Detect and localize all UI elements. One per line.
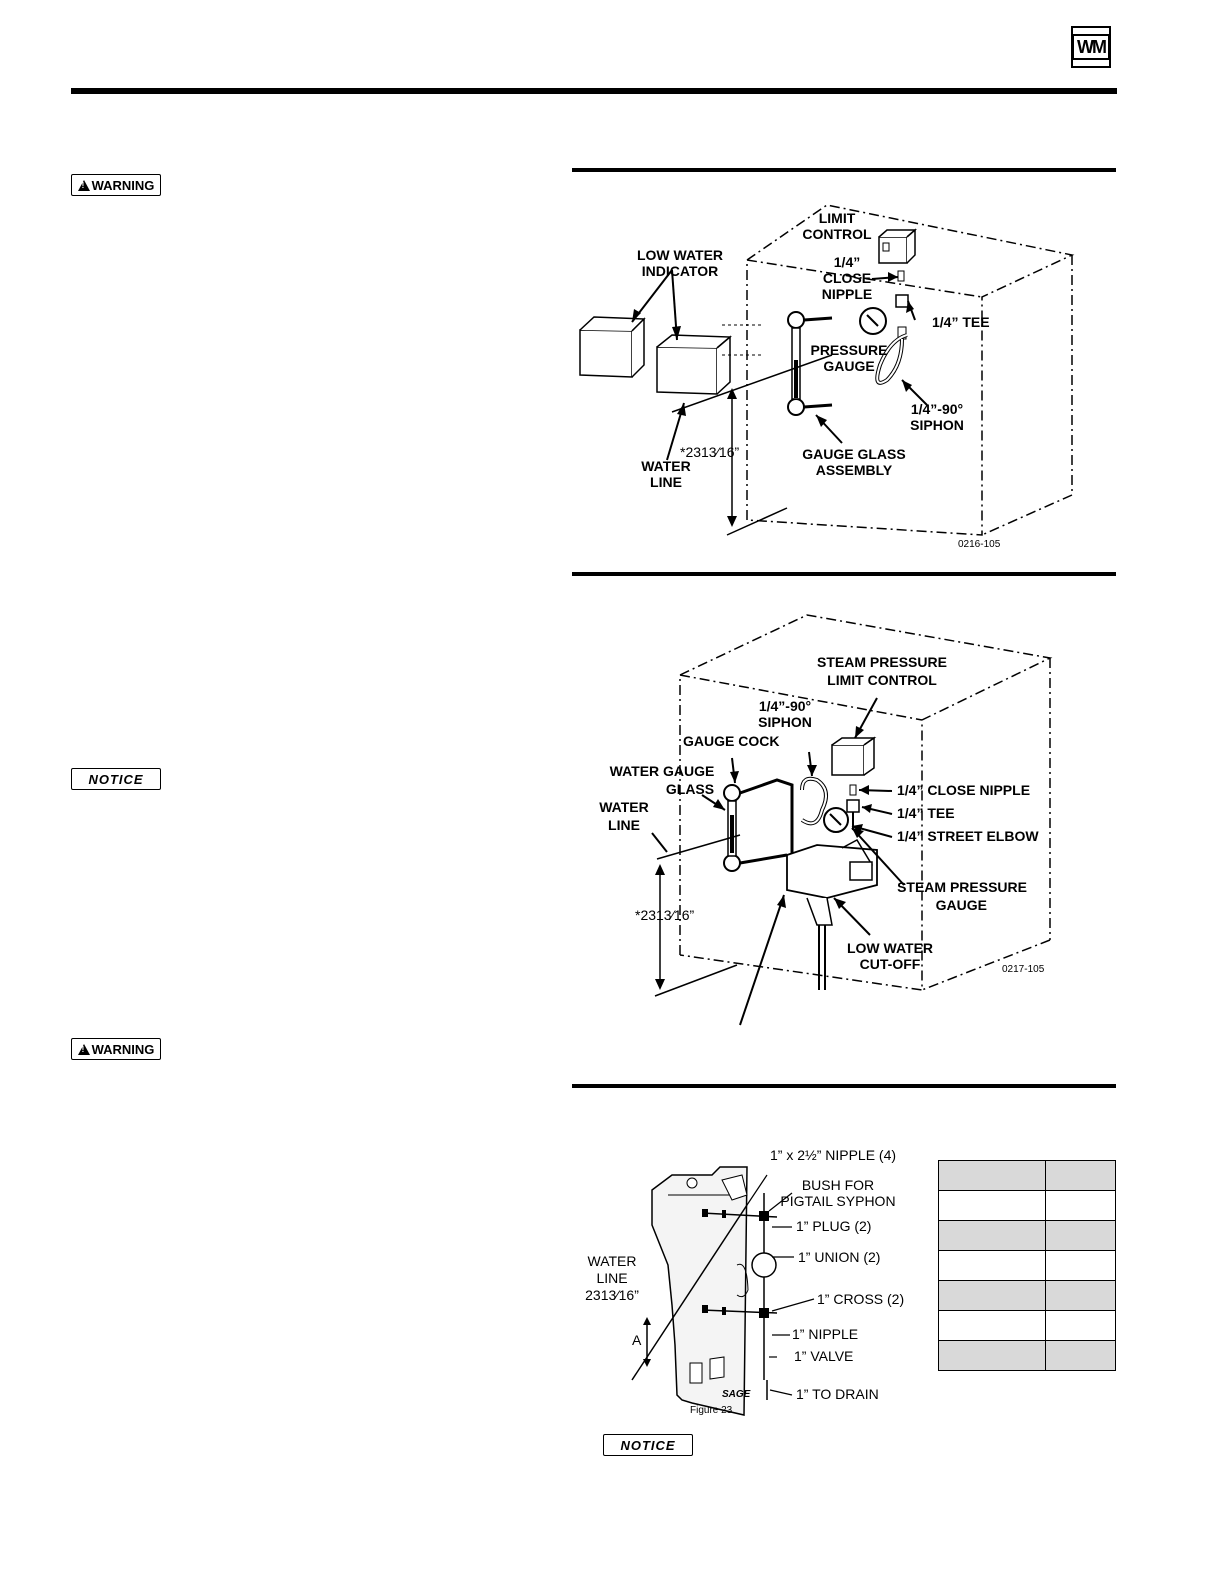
- table-cell: [938, 1190, 1046, 1221]
- brand-logo: WM: [1071, 26, 1111, 68]
- notice-badge-2: NOTICE: [603, 1434, 693, 1456]
- table-cell: [938, 1310, 1046, 1341]
- table-cell: [1045, 1340, 1116, 1371]
- plug-label: 1” PLUG (2): [796, 1218, 871, 1234]
- water-gauge-glass-drawing: [723, 778, 794, 872]
- table-cell: [938, 1250, 1046, 1281]
- table-row: [938, 1220, 1116, 1251]
- notice-badge-label: NOTICE: [88, 771, 144, 787]
- warning-badge-label: WARNING: [91, 177, 155, 193]
- close-nipple-label: 1/4” CLOSE NIPPLE: [897, 782, 1030, 798]
- notice-badge-label: NOTICE: [620, 1437, 676, 1453]
- header-rule: [71, 88, 1117, 94]
- table-cell: [1045, 1250, 1116, 1281]
- water-line-dimension: *2313⁄16”: [635, 907, 695, 923]
- dimension-a-label: A: [632, 1332, 642, 1348]
- warning-triangle-icon: [77, 179, 90, 191]
- boiler-section-drawing: SAGE: [651, 1166, 751, 1416]
- tee-label: 1/4” TEE: [897, 805, 955, 821]
- union-label: 1” UNION (2): [798, 1249, 880, 1265]
- steam-limit-control-drawing: [831, 736, 877, 830]
- street-elbow-label: 1/4” STREET ELBOW: [897, 828, 1039, 844]
- gauge-cock-label: GAUGE COCK: [683, 733, 779, 749]
- pressure-gauge-drawing: [859, 307, 887, 335]
- cross-label: 1” CROSS (2): [817, 1291, 904, 1307]
- figure1-code: 0216-105: [958, 539, 1001, 550]
- limit-control-drawing: [875, 228, 917, 385]
- warning-triangle-icon: [77, 1043, 90, 1055]
- nipple-4-label: 1” x 2½” NIPPLE (4): [770, 1147, 896, 1163]
- table-cell: [938, 1340, 1046, 1371]
- tee-label: 1/4” TEE: [932, 314, 990, 330]
- drain-label: 1” TO DRAIN: [796, 1386, 879, 1402]
- table-row: [938, 1280, 1116, 1311]
- figure2-code: 0217-105: [1002, 964, 1045, 975]
- table-cell: [1045, 1310, 1116, 1341]
- figure1-rule: [572, 168, 1116, 172]
- figure2-rule: [572, 572, 1116, 576]
- figure3-rule: [572, 1084, 1116, 1088]
- table-cell: [938, 1160, 1046, 1191]
- warning-badge-label: WARNING: [91, 1041, 155, 1057]
- table-row: [938, 1160, 1116, 1191]
- warning-badge-2: WARNING: [71, 1038, 161, 1060]
- water-line-dimension: *2313⁄16”: [680, 444, 740, 460]
- table-row: [938, 1190, 1116, 1221]
- table-row: [938, 1340, 1116, 1371]
- low-water-indicator-drawing: [579, 316, 762, 395]
- table-cell: [1045, 1280, 1116, 1311]
- table-cell: [1045, 1190, 1116, 1221]
- figure-caption: Figure 23: [690, 1405, 733, 1416]
- table-cell: [938, 1220, 1046, 1251]
- table-row: [938, 1310, 1116, 1341]
- nipple-label: 1” NIPPLE: [792, 1326, 858, 1342]
- valve-label: 1” VALVE: [794, 1348, 853, 1364]
- siphon-label: 1/4”-90°SIPHON: [910, 401, 964, 433]
- low-water-cutoff-drawing: [786, 839, 878, 990]
- brand-mark: SAGE: [722, 1389, 751, 1400]
- warning-badge-1: WARNING: [71, 174, 161, 196]
- gauge-glass-drawing: [787, 311, 833, 416]
- steam-pressure-gauge-drawing: [823, 807, 849, 833]
- table-row: [938, 1250, 1116, 1281]
- dimension-table: [938, 1160, 1116, 1371]
- table-cell: [1045, 1160, 1116, 1191]
- brand-logo-text: WM: [1072, 34, 1110, 60]
- table-cell: [1045, 1220, 1116, 1251]
- table-cell: [938, 1280, 1046, 1311]
- notice-badge-1: NOTICE: [71, 768, 161, 790]
- siphon-label: 1/4”-90°SIPHON: [758, 698, 812, 730]
